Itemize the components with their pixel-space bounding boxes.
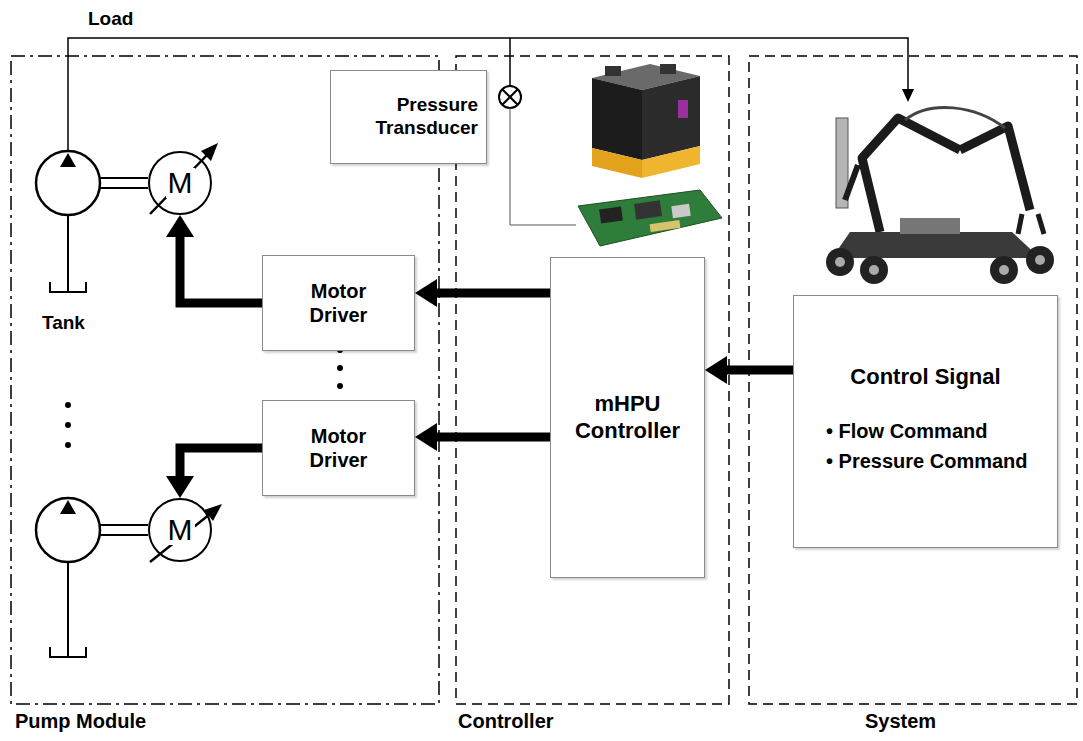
tank-symbol [50,282,86,292]
arrow-shaft [180,235,262,303]
bullet-item: • Flow Command [826,419,1043,443]
box-label: Pressure Transducer [337,94,478,140]
thick-arrow [166,448,262,498]
tank-symbol [50,647,86,657]
arrowhead [166,215,194,237]
control-signal-box: Control Signal • Flow Command • Pressure C… [793,295,1058,548]
robot-picture [826,108,1054,284]
system-region: SystemControl Signal• Flow Command• Pres… [748,55,1078,705]
region-border [456,56,729,704]
box-label: Motor Driver [294,279,384,327]
shaft-coupling [100,178,148,188]
sensor-label-box: Pressure Transducer [330,70,487,164]
tank-line [67,562,69,657]
motor-driver-box: Motor Driver [262,255,415,351]
motor-symbol: M [148,498,212,562]
sensor-branch-line [509,38,511,86]
region-label: System [865,710,936,733]
shaft-coupling [100,525,148,535]
motor-letter: M [166,515,195,545]
arrowhead [415,423,437,451]
tank-label: Tank [42,312,85,334]
tank-line [67,215,69,291]
motor-letter: M [166,168,195,198]
arrow-shaft [180,448,262,478]
region-border [749,56,1077,704]
thick-arrow [166,215,262,303]
box-label: Motor Driver [294,424,384,472]
arrowhead [705,356,727,384]
variable-arrow [150,143,218,214]
pressure-sensor-symbol [499,86,521,108]
arrow-shaft [725,366,793,375]
bullet-item: • Pressure Command [826,449,1043,473]
pump-symbol [36,498,100,562]
box-heading: Control Signal [808,364,1043,390]
controller-unit-picture [592,64,700,178]
circuit-board-picture [578,190,722,246]
arrow-shaft [435,289,550,298]
controller-region: ControllermHPU Controller [455,55,730,705]
motor-symbol: M [148,151,212,215]
arrowhead [415,279,437,307]
region-label: Pump Module [15,710,146,733]
arrow-shaft [435,433,550,442]
load-label: Load [88,8,133,30]
pump-symbol [36,151,100,215]
sensor-signal-line [510,108,576,225]
thick-arrow [415,279,550,307]
load-line [68,38,908,151]
motor-driver-box: Motor Driver [262,400,415,496]
region-label: Controller [458,710,554,733]
load-arrowhead [902,89,914,102]
controller-box: mHPU Controller [550,257,705,578]
box-label: mHPU Controller [557,391,698,444]
thick-arrow [415,423,550,451]
arrowhead [166,476,194,498]
